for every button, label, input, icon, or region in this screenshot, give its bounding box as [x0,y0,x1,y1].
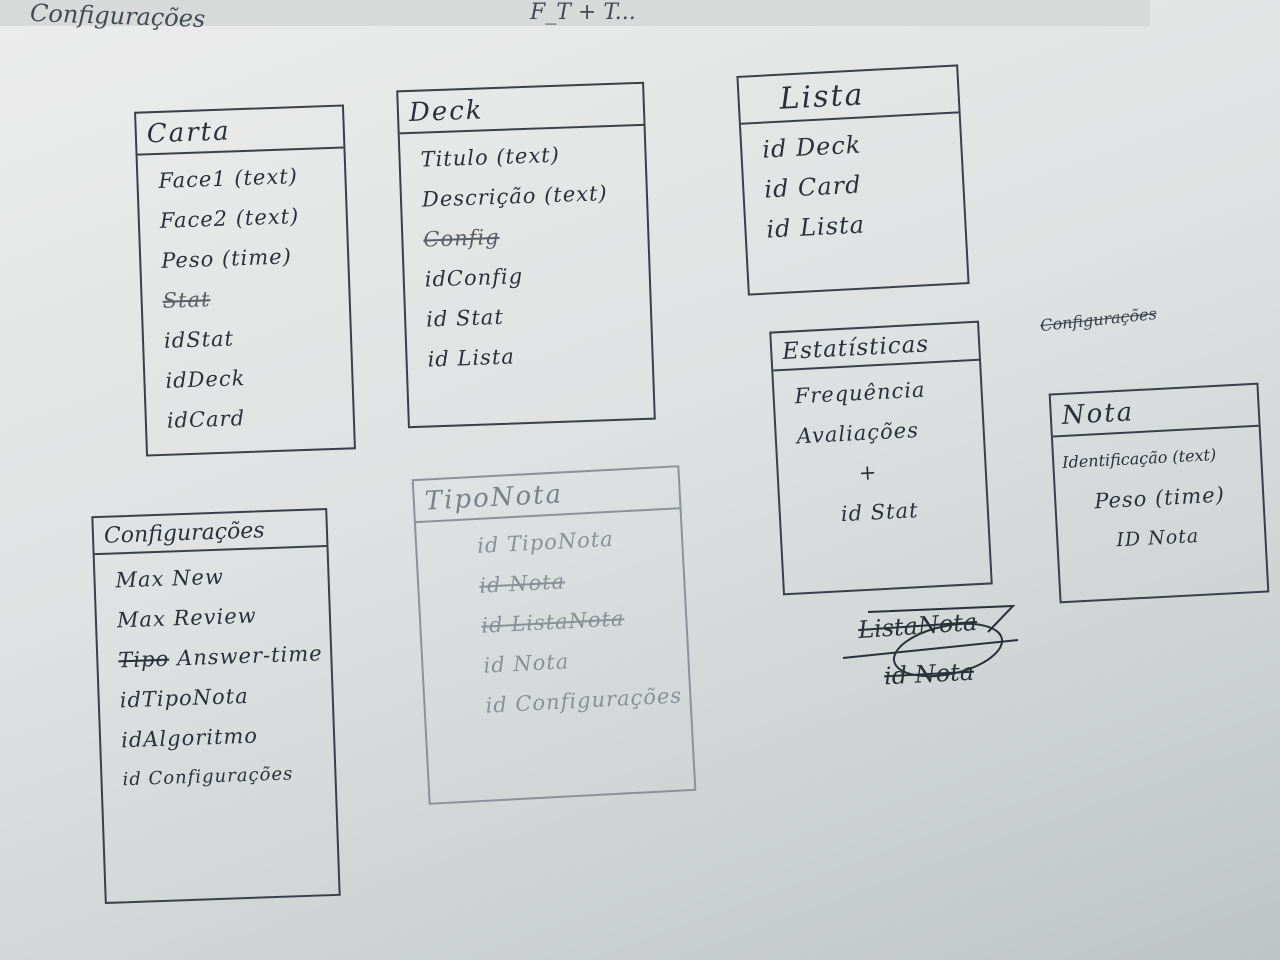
crossout-scribble [842,604,1019,678]
field-item: Face2 (text) [159,204,300,233]
field-item: Peso (time) [160,244,293,273]
field-item: Answer-time [176,641,323,671]
field-item: id Lista [427,344,516,372]
table-nota: Nota Identificação (text) Peso (time) ID… [1048,382,1270,604]
field-item: Face1 (text) [158,164,299,193]
field-list: Identificação (text) Peso (time) ID Nota [1053,427,1265,564]
field-list: id TipoNota id Nota id ListaNota id Nota… [416,509,690,729]
table-tiponota: TipoNota id TipoNota id Nota id ListaNot… [411,465,697,805]
field-item: id Configurações [122,763,294,791]
field-item: idStat [163,326,235,353]
field-item: idCard [166,406,246,433]
field-item-struck: Stat [162,287,211,313]
field-list: Face1 (text) Face2 (text) Peso (time) St… [138,148,354,441]
background-sheet [0,0,1150,26]
table-title: Carta [136,106,344,156]
field-item-struck: Tipo [117,646,170,673]
field-list: id Deck id Card id Lista [741,113,965,250]
field-list: Titulo (text) Descrição (text) Config id… [400,126,652,380]
field-item: id Stat [840,498,920,527]
table-deck: Deck Titulo (text) Descrição (text) Conf… [396,81,656,429]
top-center-heading: F_T + T... [530,0,636,25]
table-carta: Carta Face1 (text) Face2 (text) Peso (ti… [134,104,356,457]
field-item: idDeck [165,366,246,393]
table-estatisticas: Estatísticas Frequência Avaliações + id … [769,320,993,596]
table-lista: Lista id Deck id Card id Lista [736,64,970,296]
field-list: Frequência Avaliações + id Stat [773,361,987,538]
